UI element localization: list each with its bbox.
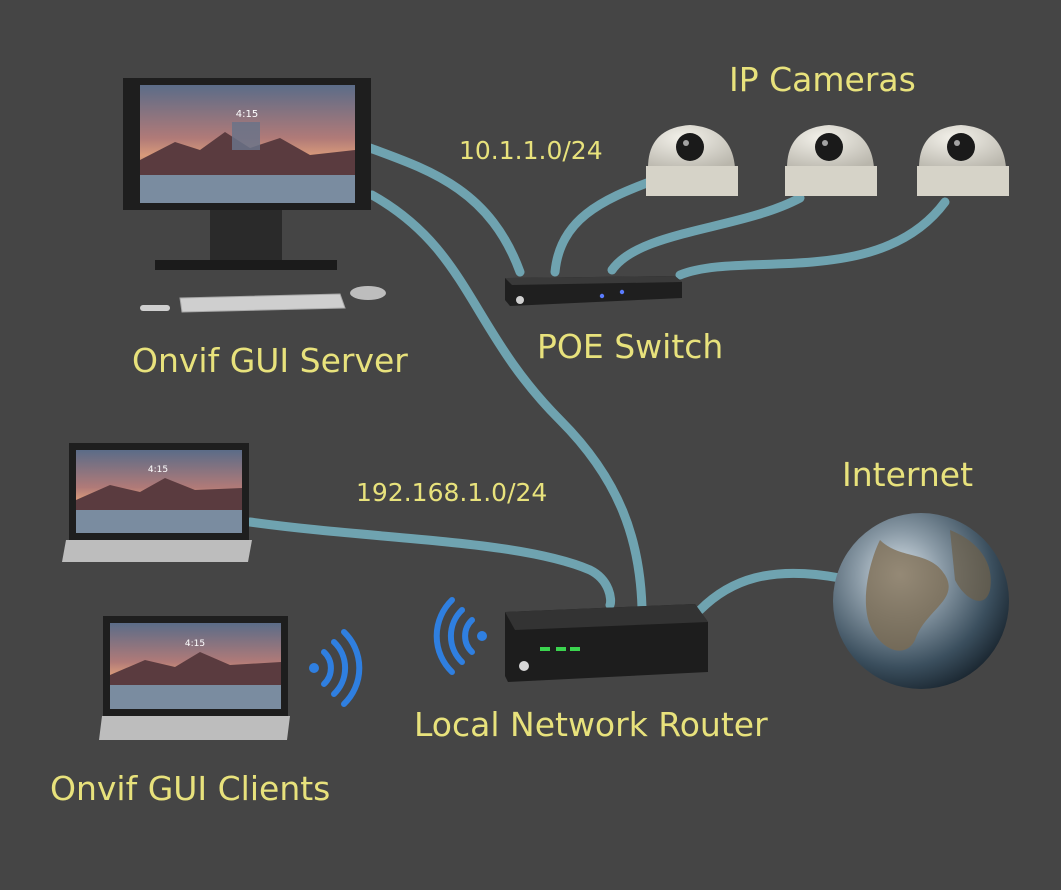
camera-dome-icon xyxy=(646,125,738,196)
laptop-icon: 4:15 xyxy=(99,616,290,740)
label-subnet-lan: 192.168.1.0/24 xyxy=(356,478,548,507)
label-clients: Onvif GUI Clients xyxy=(50,769,331,808)
cable-server-switch xyxy=(365,143,525,277)
cable-router-internet xyxy=(695,568,845,615)
cable-server-router xyxy=(367,190,647,613)
server-monitor-icon: 4:15 xyxy=(123,78,371,270)
label-internet: Internet xyxy=(842,455,974,494)
cables xyxy=(245,143,950,615)
keyboard-icon xyxy=(179,293,346,313)
label-router: Local Network Router xyxy=(414,705,768,744)
laptop-clock: 4:15 xyxy=(148,465,168,475)
label-ip-cameras: IP Cameras xyxy=(729,60,916,99)
cable-cam3-switch xyxy=(675,197,950,280)
camera-dome-icon xyxy=(917,125,1009,196)
cable-laptop-router xyxy=(245,517,616,610)
wifi-icon xyxy=(433,597,487,675)
label-poe-switch: POE Switch xyxy=(537,327,724,366)
label-subnet-poe: 10.1.1.0/24 xyxy=(459,136,603,165)
switch-icon xyxy=(505,276,682,306)
mouse-icon xyxy=(350,286,386,300)
camera-dome-icon xyxy=(785,125,877,196)
label-server: Onvif GUI Server xyxy=(132,341,408,380)
wifi-icon xyxy=(309,629,363,707)
pen-icon xyxy=(140,305,170,311)
router-icon xyxy=(505,604,708,682)
laptop-icon: 4:15 xyxy=(62,443,252,562)
globe-icon xyxy=(833,513,1009,689)
cable-cam2-switch xyxy=(607,193,805,275)
laptop-clock: 4:15 xyxy=(185,639,205,649)
server-clock: 4:15 xyxy=(236,109,258,120)
cable-cam1-switch xyxy=(550,175,660,277)
